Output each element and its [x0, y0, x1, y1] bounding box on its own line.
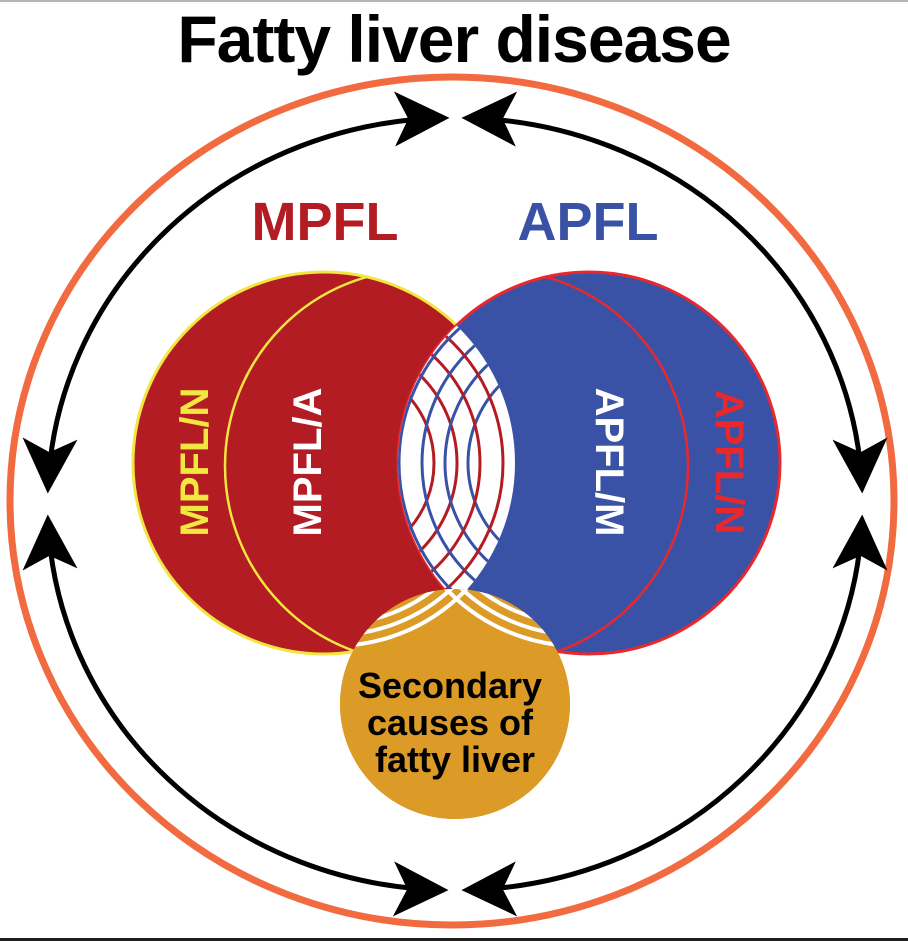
lens-blue-arc	[420, 304, 515, 622]
top-right-arrow	[461, 91, 888, 494]
mpfl-a-label: MPFL/A	[286, 388, 330, 537]
diagram-title: Fatty liver disease	[177, 2, 730, 76]
apfl-n-label: APFL/N	[707, 390, 751, 534]
secondary-causes-label: Secondary causes of fatty liver	[358, 665, 552, 780]
mpfl-n-label: MPFL/N	[173, 388, 217, 537]
secondary-line-1: Secondary	[358, 665, 542, 706]
apfl-m-label: APFL/M	[587, 388, 631, 537]
lens-red-arc	[398, 361, 436, 565]
arrows	[22, 91, 888, 917]
bottom-left-arrow	[22, 514, 449, 917]
bottom-right-arrow	[461, 514, 888, 917]
lens-red-arc	[398, 315, 482, 611]
mpfl-label: MPFL	[252, 192, 399, 252]
secondary-causes-circle: Secondary causes of fatty liver	[340, 589, 570, 819]
lens-blue-arc	[398, 281, 515, 645]
bottom-border	[0, 938, 908, 941]
secondary-line-3: fatty liver	[375, 739, 535, 780]
mpfl-inner-boundary	[223, 272, 515, 654]
secondary-line-2: causes of	[367, 702, 534, 743]
top-border	[0, 0, 908, 2]
lens-red-arc	[398, 338, 459, 588]
lens-red-arc	[398, 292, 505, 634]
apfl-inner-boundary	[398, 272, 690, 654]
top-left-arrow	[22, 91, 450, 494]
lens-blue-arc	[466, 350, 515, 576]
lens-blue-arc	[443, 327, 515, 599]
apfl-label: APFL	[518, 192, 659, 252]
apfl-circle	[396, 270, 782, 656]
outer-ring	[6, 73, 898, 929]
